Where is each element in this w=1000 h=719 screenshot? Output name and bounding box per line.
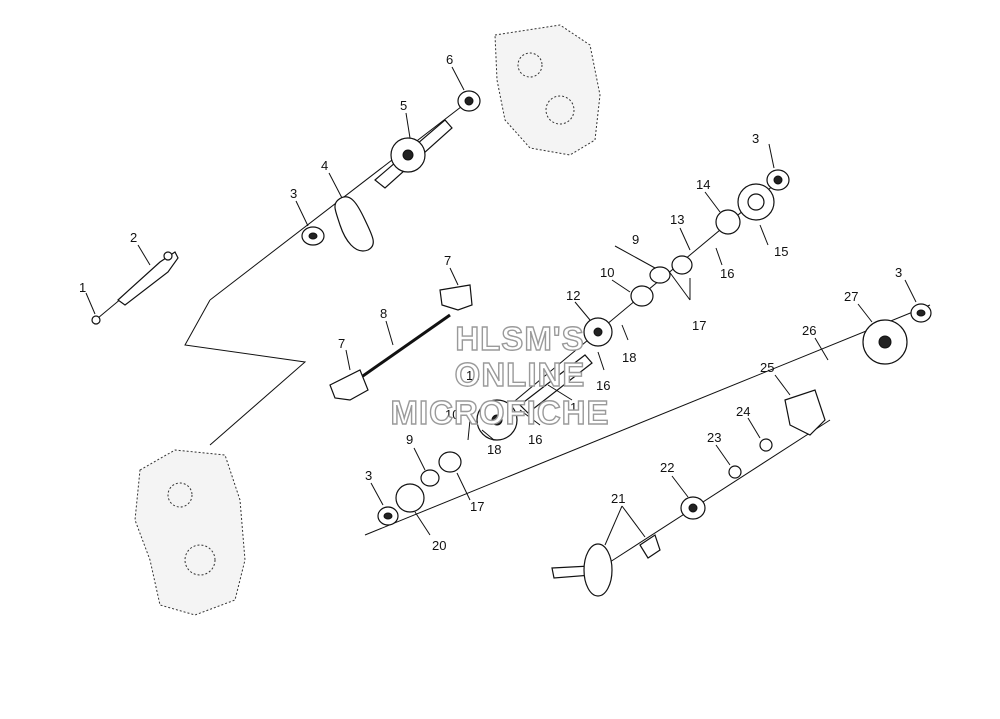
callout-9b: 9	[406, 432, 413, 447]
callout-4: 4	[321, 158, 328, 173]
callout-7a: 7	[444, 253, 451, 268]
leader-lines	[85, 66, 917, 546]
callout-24: 24	[736, 404, 750, 419]
callout-16b: 16	[596, 378, 610, 393]
callout-8: 8	[380, 306, 387, 321]
part-shaft-2	[117, 251, 179, 306]
callout-17a: 17	[692, 318, 706, 333]
part-gear-27	[862, 319, 908, 365]
part-bearing-17a	[630, 285, 654, 307]
part-hub-20	[395, 483, 425, 513]
callout-20: 20	[432, 538, 446, 553]
part-gear-shaft-5	[374, 119, 453, 189]
part-bearing-22	[680, 496, 706, 520]
watermark-line-1: HLSM'S	[455, 320, 584, 357]
part-gear-11	[476, 399, 518, 441]
callout-labels: 1 2 3 3 3 3 4 5 6 7 7 8 9 9 10 10 11 12 …	[79, 52, 902, 553]
callout-16a: 16	[720, 266, 734, 281]
part-gear-12	[583, 317, 613, 347]
callout-6: 6	[446, 52, 453, 67]
part-shift-fork-7a	[439, 284, 473, 311]
part-bearing-3d	[910, 303, 932, 323]
callout-22: 22	[660, 460, 674, 475]
callout-25: 25	[760, 360, 774, 375]
callout-26: 26	[802, 323, 816, 338]
callout-3b: 3	[752, 131, 759, 146]
callout-11: 11	[466, 368, 480, 383]
part-bearing-17c	[438, 451, 462, 473]
part-bracket-25	[784, 389, 826, 436]
part-splined-shaft-19	[519, 354, 593, 414]
callout-15: 15	[774, 244, 788, 259]
part-output-shaft-21	[551, 534, 661, 597]
callout-10b: 10	[445, 407, 459, 422]
watermark-line-2: ONLINE	[455, 356, 586, 393]
part-bearing-3a	[301, 226, 325, 246]
callout-2: 2	[130, 230, 137, 245]
watermark: HLSM'S ONLINE MICROFICHE	[390, 319, 610, 431]
part-gear-15	[737, 183, 775, 221]
callout-16c: 16	[528, 432, 542, 447]
housing-case-bottom	[134, 449, 246, 616]
callout-14: 14	[696, 177, 710, 192]
callout-17b: 17	[470, 499, 484, 514]
callout-12: 12	[566, 288, 580, 303]
housing-case-top	[494, 24, 601, 156]
callout-7b: 7	[338, 336, 345, 351]
callout-18a: 18	[622, 350, 636, 365]
part-shift-fork-7b	[329, 369, 369, 401]
callout-27: 27	[844, 289, 858, 304]
callout-13: 13	[670, 212, 684, 227]
callout-3a: 3	[290, 186, 297, 201]
part-chain-4	[334, 196, 374, 252]
part-shift-rod-8	[349, 313, 451, 387]
part-bearing-3c	[377, 506, 399, 526]
callout-10a: 10	[600, 265, 614, 280]
callout-18b: 18	[487, 442, 501, 457]
callout-3d: 3	[895, 265, 902, 280]
callout-3c: 3	[365, 468, 372, 483]
callout-1: 1	[79, 280, 86, 295]
part-bearing-3b	[766, 169, 790, 191]
part-bearing-17b	[671, 255, 693, 275]
part-nut-1	[91, 315, 101, 325]
part-gear-14	[715, 209, 741, 235]
part-seal-24	[759, 438, 773, 452]
callout-19: 19	[570, 400, 584, 415]
watermark-line-3: MICROFICHE	[391, 394, 610, 431]
callout-9a: 9	[632, 232, 639, 247]
part-ring-9b	[420, 469, 440, 487]
callout-23: 23	[707, 430, 721, 445]
part-bearing-6	[457, 90, 481, 112]
part-ring-9a	[649, 266, 671, 284]
part-seal-23	[728, 465, 742, 479]
callout-5: 5	[400, 98, 407, 113]
callout-21: 21	[611, 491, 625, 506]
